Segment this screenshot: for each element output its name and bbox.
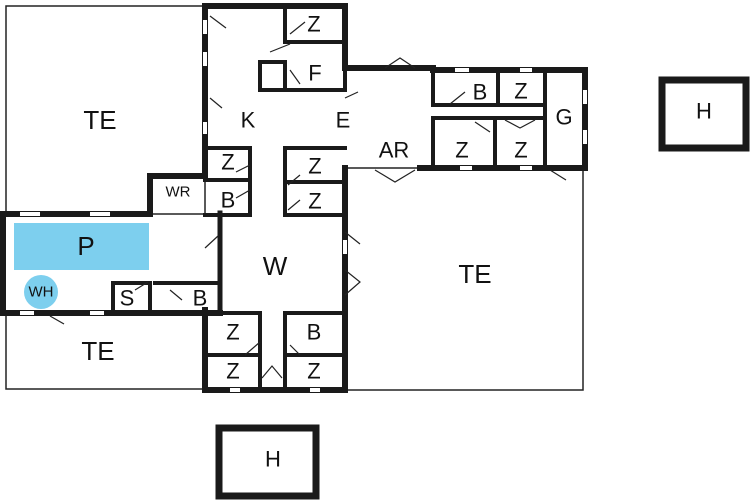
bed-bottom-3-label: Z — [307, 359, 320, 384]
sauna-label: S — [120, 286, 135, 311]
bed-mid-left-label: Z — [221, 150, 234, 175]
bath-top-right-label: B — [473, 80, 488, 105]
bed-top-1-label: Z — [307, 12, 320, 37]
pavilion-right-label: H — [696, 99, 712, 124]
pool — [14, 223, 149, 270]
bed-right-2-label: Z — [514, 138, 527, 163]
bath-mid-left-label: B — [221, 188, 236, 213]
bath-pool-label: B — [193, 286, 208, 311]
terrace-top-left-label: TE — [83, 105, 116, 135]
living-label: W — [263, 251, 288, 281]
bed-mid-right-2-label: Z — [308, 189, 321, 214]
door-swings — [49, 15, 567, 379]
storage-label: F — [308, 61, 321, 86]
whirlpool-label: WH — [29, 284, 54, 301]
interior-walls — [111, 4, 547, 392]
garage-label: G — [555, 105, 572, 130]
bed-bottom-1-label: Z — [226, 320, 239, 345]
utility-label: AR — [379, 138, 410, 163]
pool-label: P — [77, 231, 94, 261]
bed-right-1-label: Z — [455, 138, 468, 163]
bed-top-right-label: Z — [514, 79, 527, 104]
pavilion-right — [658, 76, 750, 152]
bed-bottom-2-label: Z — [226, 359, 239, 384]
dining-label: E — [336, 108, 351, 133]
whirlpool — [24, 275, 58, 309]
pavilion-bottom — [215, 424, 320, 500]
wc-label: WR — [166, 184, 191, 201]
terrace-bottom-left-label: TE — [81, 336, 114, 366]
kitchen-label: K — [241, 108, 256, 133]
bath-bottom-label: B — [307, 320, 322, 345]
terrace-right-label: TE — [458, 259, 491, 289]
exterior-walls — [0, 3, 588, 393]
windows — [20, 20, 587, 392]
bed-mid-right-1-label: Z — [308, 154, 321, 179]
pavilion-bottom-label: H — [265, 447, 281, 472]
